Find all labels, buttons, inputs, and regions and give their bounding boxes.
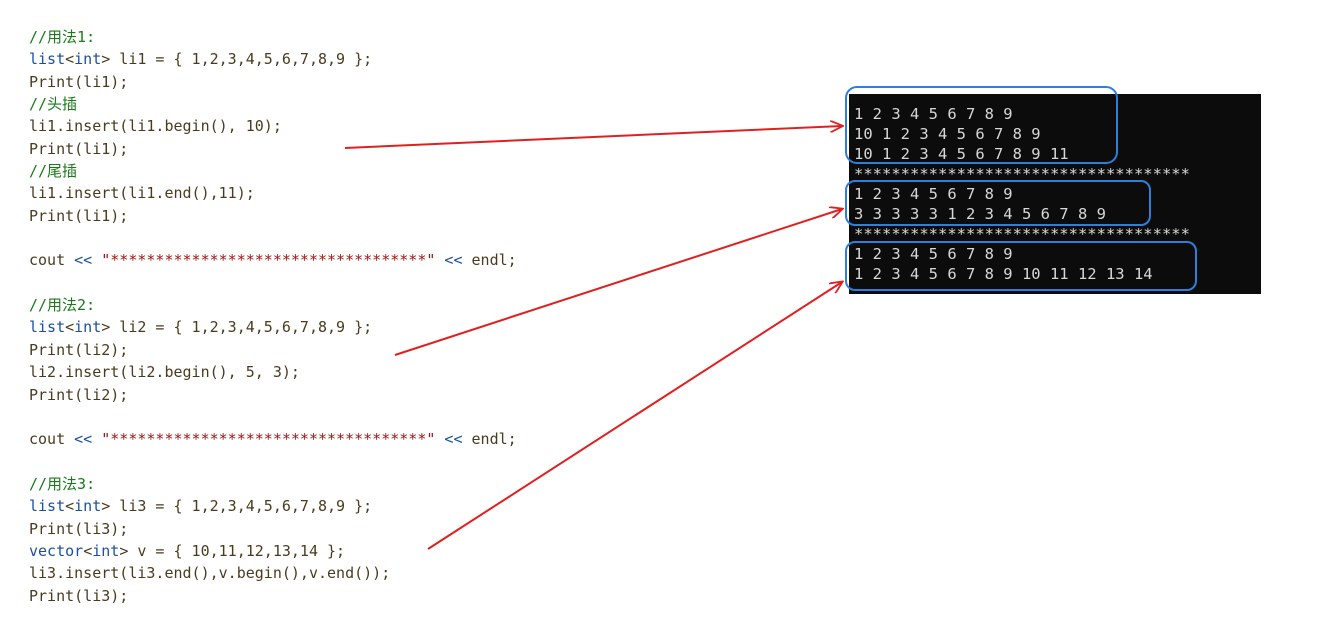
code-token: list bbox=[29, 497, 66, 516]
code-line: Print(li3); bbox=[29, 585, 517, 607]
code-line: //用法3: bbox=[29, 473, 517, 495]
code-line: list<int> li2 = { 1,2,3,4,5,6,7,8,9 }; bbox=[29, 316, 517, 338]
code-token: > v = { 10,11,12,13,14 }; bbox=[119, 541, 346, 560]
console-line: ************************************ bbox=[854, 165, 1190, 183]
highlight-box-usage1 bbox=[845, 86, 1118, 164]
code-token: Print(li2); bbox=[29, 340, 129, 359]
console-line: 10 1 2 3 4 5 6 7 8 9 11 bbox=[854, 145, 1069, 163]
code-token: vector bbox=[29, 541, 84, 560]
code-token: Print(li3); bbox=[29, 586, 129, 605]
code-token: "***********************************" bbox=[101, 430, 436, 449]
code-token: int bbox=[74, 497, 102, 516]
code-line: //用法1: bbox=[29, 26, 517, 48]
code-line: Print(li3); bbox=[29, 518, 517, 540]
code-line: li2.insert(li2.begin(), 5, 3); bbox=[29, 361, 517, 383]
code-token: li1.insert(li1.begin(), 10); bbox=[29, 117, 282, 136]
code-token: > li2 = { 1,2,3,4,5,6,7,8,9 }; bbox=[101, 318, 373, 337]
code-token: > li1 = { 1,2,3,4,5,6,7,8,9 }; bbox=[101, 50, 373, 69]
arrow-usage2 bbox=[394, 209, 842, 356]
code-token: Print(li2); bbox=[29, 385, 129, 404]
code-token: "***********************************" bbox=[101, 251, 436, 270]
code-token: << bbox=[74, 430, 93, 449]
code-token: //头插 bbox=[29, 95, 78, 114]
code-line: Print(li2); bbox=[29, 384, 517, 406]
console-line: 1 2 3 4 5 6 7 8 9 10 11 12 13 14 bbox=[854, 265, 1153, 283]
console-line: 1 2 3 4 5 6 7 8 9 bbox=[854, 185, 1013, 203]
code-token: cout bbox=[29, 251, 75, 270]
highlight-box-usage3 bbox=[845, 241, 1197, 291]
code-token: Print(li1); bbox=[29, 72, 129, 91]
code-token: < bbox=[65, 50, 75, 69]
code-token: cout bbox=[29, 430, 75, 449]
code-token: endl; bbox=[462, 430, 517, 449]
code-token: li3.insert(li3.end(),v.begin(),v.end()); bbox=[29, 564, 391, 583]
code-line: list<int> li1 = { 1,2,3,4,5,6,7,8,9 }; bbox=[29, 48, 517, 70]
code-line: Print(li1); bbox=[29, 71, 517, 93]
code-line: cout << "*******************************… bbox=[29, 428, 517, 450]
code-token: li1.insert(li1.end(),11); bbox=[29, 184, 255, 203]
code-token: //用法2: bbox=[29, 296, 96, 315]
arrow-usage1 bbox=[344, 126, 842, 149]
code-token: int bbox=[74, 318, 102, 337]
code-token: << bbox=[444, 251, 463, 270]
console-output: 1 2 3 4 5 6 7 8 9 10 1 2 3 4 5 6 7 8 9 10 … bbox=[849, 94, 1261, 294]
code-token: << bbox=[74, 251, 93, 270]
console-line: 3 3 3 3 3 1 2 3 4 5 6 7 8 9 bbox=[854, 205, 1106, 223]
code-token: << bbox=[444, 430, 463, 449]
highlight-box-usage2 bbox=[845, 180, 1151, 226]
console-line: ************************************ bbox=[854, 225, 1190, 243]
code-token: Print(li1); bbox=[29, 139, 129, 158]
code-line: li1.insert(li1.end(),11); bbox=[29, 182, 517, 204]
code-line: //用法2: bbox=[29, 294, 517, 316]
code-line: li3.insert(li3.end(),v.begin(),v.end()); bbox=[29, 562, 517, 584]
code-line: li1.insert(li1.begin(), 10); bbox=[29, 115, 517, 137]
code-token: li2.insert(li2.begin(), 5, 3); bbox=[29, 363, 300, 382]
code-token: int bbox=[74, 50, 102, 69]
console-line: 1 2 3 4 5 6 7 8 9 bbox=[854, 105, 1013, 123]
code-token: < bbox=[65, 318, 75, 337]
code-line: //尾插 bbox=[29, 160, 517, 182]
code-token: int bbox=[92, 541, 120, 560]
console-line: 10 1 2 3 4 5 6 7 8 9 bbox=[854, 125, 1041, 143]
code-token: //用法3: bbox=[29, 474, 96, 493]
code-line: vector<int> v = { 10,11,12,13,14 }; bbox=[29, 540, 517, 562]
code-token: //用法1: bbox=[29, 28, 96, 46]
code-token: Print(li1); bbox=[29, 206, 129, 225]
code-token: > li3 = { 1,2,3,4,5,6,7,8,9 }; bbox=[101, 497, 373, 516]
arrow-usage3 bbox=[427, 282, 842, 550]
code-token: < bbox=[65, 497, 75, 516]
code-line: Print(li2); bbox=[29, 339, 517, 361]
code-editor-snippet: //用法1:list<int> li1 = { 1,2,3,4,5,6,7,8,… bbox=[29, 26, 517, 607]
code-token: list bbox=[29, 318, 66, 337]
console-line: 1 2 3 4 5 6 7 8 9 bbox=[854, 245, 1013, 263]
code-token: endl; bbox=[462, 251, 517, 270]
code-line: list<int> li3 = { 1,2,3,4,5,6,7,8,9 }; bbox=[29, 495, 517, 517]
code-token: //尾插 bbox=[29, 162, 78, 181]
code-token: list bbox=[29, 50, 66, 69]
code-token: Print(li3); bbox=[29, 519, 129, 538]
code-token: < bbox=[83, 541, 93, 560]
code-line: cout << "*******************************… bbox=[29, 249, 517, 271]
code-line: Print(li1); bbox=[29, 138, 517, 160]
code-line: Print(li1); bbox=[29, 205, 517, 227]
code-line: //头插 bbox=[29, 93, 517, 115]
